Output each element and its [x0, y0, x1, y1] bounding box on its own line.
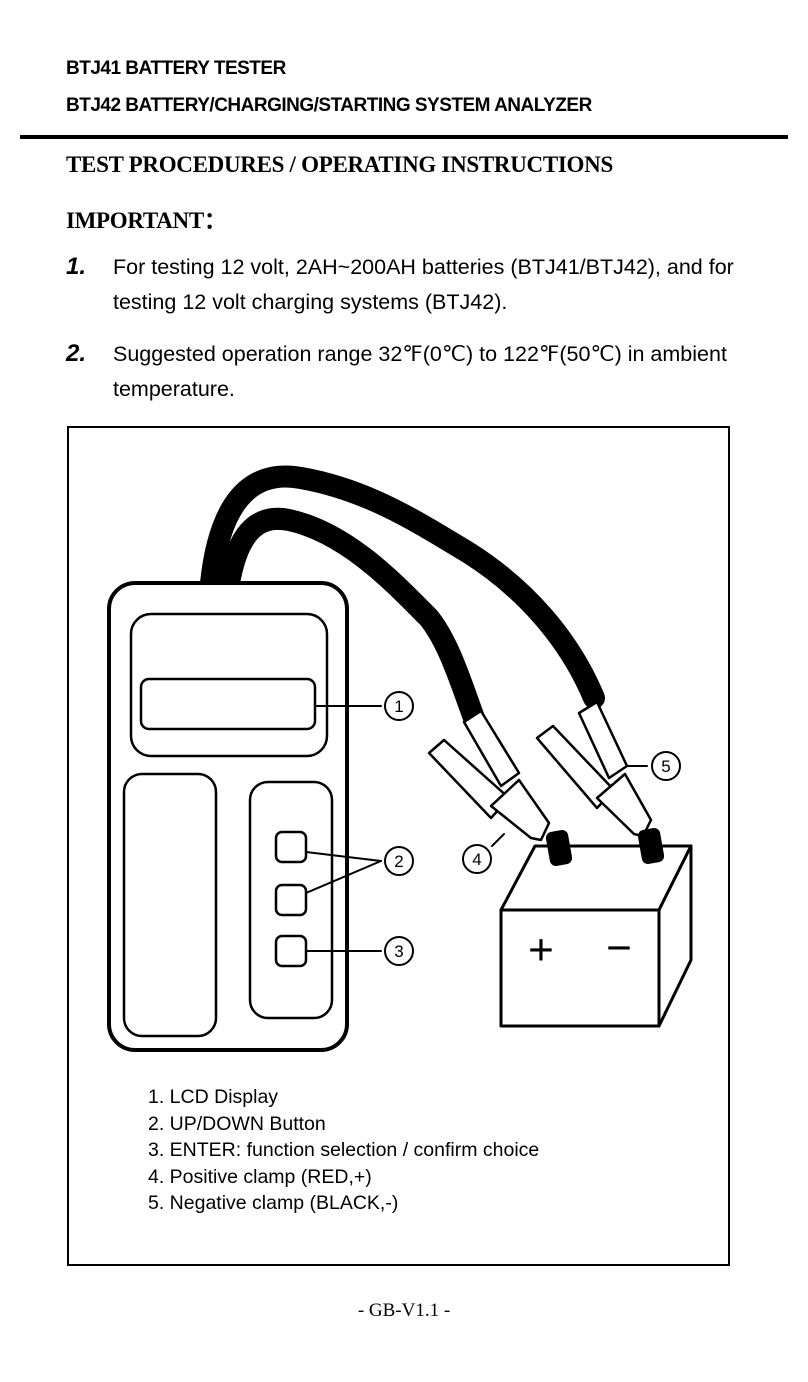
cable-red: [218, 507, 485, 729]
legend-item-negative-clamp: 5. Negative clamp (BLACK,-): [148, 1192, 399, 1214]
callout-3-circle: [384, 936, 414, 966]
important-label: IMPORTANT：: [66, 208, 227, 233]
header-divider: [20, 135, 788, 139]
callout-2-label: 2: [394, 852, 403, 871]
item-text-1: For testing 12 volt, 2AH~200AH batteries…: [113, 255, 734, 314]
callout-4-label: 4: [472, 850, 481, 869]
legend-item-lcd-display: 1. LCD Display: [148, 1086, 279, 1108]
down-button: [274, 883, 308, 917]
section-title: TEST PROCEDURES / OPERATING INSTRUCTIONS: [66, 152, 613, 177]
item-number-1: 1.: [66, 253, 87, 280]
callout-lines: [305, 705, 648, 952]
tester-body: [107, 581, 349, 1052]
battery-plus-sign: +: [528, 926, 554, 975]
callout-5-label: 5: [661, 757, 670, 776]
page-footer-version: - GB-V1.1 -: [357, 1300, 451, 1321]
legend-item-positive-clamp: 4. Positive clamp (RED,+): [148, 1165, 372, 1188]
header-title-btj41: BTJ41 BATTERY TESTER: [66, 58, 286, 79]
item-text-2: Suggested operation range 32℉(0℃) to 122…: [113, 342, 727, 401]
callout-markers: [384, 691, 681, 966]
callout-5-circle: [651, 751, 681, 781]
legend-item-up-down-button: 2. UP/DOWN Button: [148, 1112, 326, 1135]
negative-clamp: [535, 700, 665, 864]
callout-3-label: 3: [394, 942, 403, 961]
battery: + −: [499, 844, 693, 1028]
positive-clamp: [427, 709, 573, 866]
figure-legend: 1. LCD Display 2. UP/DOWN Button 3. ENTE…: [148, 1084, 539, 1217]
cable-black: [200, 465, 605, 709]
callout-1-label: 1: [394, 697, 403, 716]
callout-4-circle: [462, 844, 492, 874]
lcd-display: [139, 677, 317, 731]
up-button: [274, 830, 308, 864]
tester-cables: [200, 465, 605, 729]
callout-1-circle: [384, 691, 414, 721]
legend-item-enter-button: 3. ENTER: function selection / confirm c…: [148, 1139, 540, 1161]
battery-minus-sign: −: [606, 924, 632, 973]
callout-2-circle: [384, 846, 414, 876]
item-number-2: 2.: [66, 340, 87, 367]
header-title-btj42: BTJ42 BATTERY/CHARGING/STARTING SYSTEM A…: [66, 95, 592, 116]
tester-diagram-illustration: + −: [107, 465, 693, 1052]
tester-diagram-figure: + −: [67, 426, 730, 1266]
